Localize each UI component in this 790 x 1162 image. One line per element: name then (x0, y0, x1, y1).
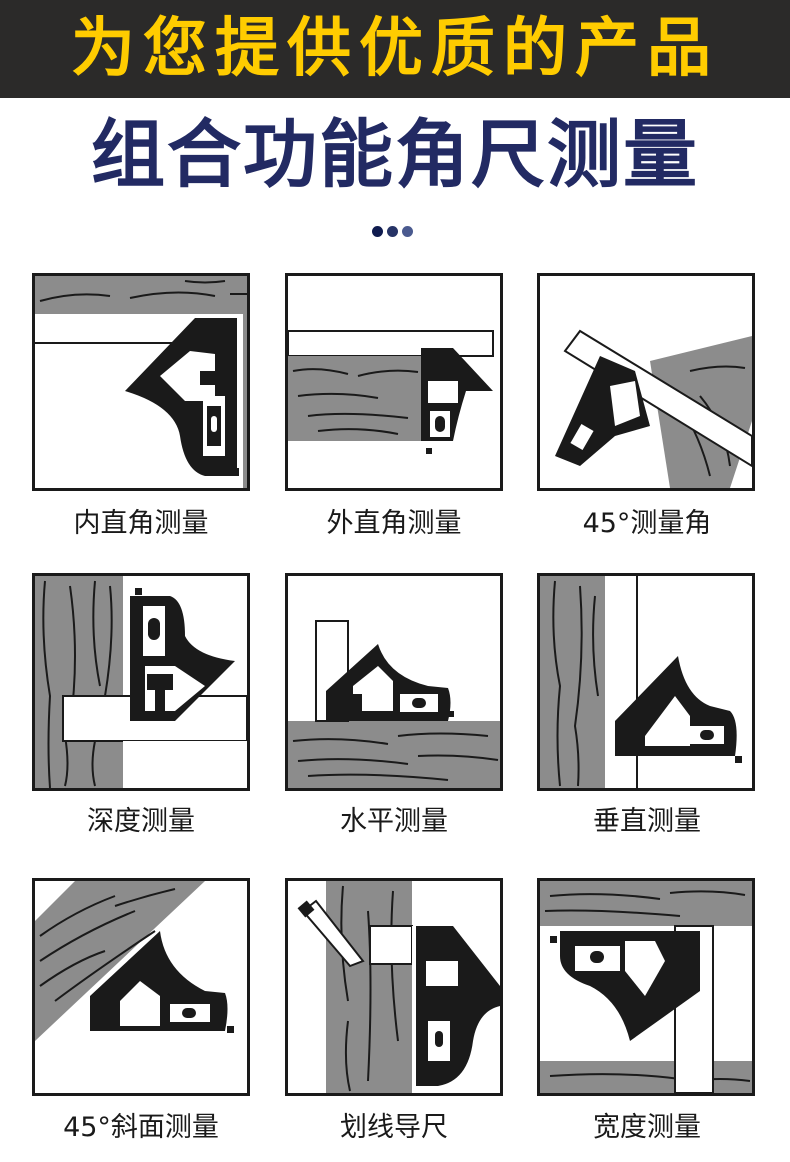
caption-horizontal-level: 水平测量 (340, 806, 448, 837)
caption-inside-right-angle: 内直角测量 (73, 508, 209, 539)
vertical-plumb-illustration (540, 576, 742, 788)
panel-45-degree-bevel (32, 878, 250, 1096)
panel-depth (32, 573, 250, 791)
dot-icon (372, 226, 383, 237)
caption-vertical-plumb: 垂直测量 (593, 806, 701, 837)
banner-text: 为您提供优质的产品 (71, 12, 719, 86)
width-illustration (540, 881, 752, 1093)
caption-outside-right-angle: 外直角测量 (326, 508, 462, 539)
panel-line-marking-guide (285, 878, 503, 1096)
panel-width (537, 878, 755, 1096)
caption-45-degree-bevel: 45°斜面测量 (63, 1112, 219, 1143)
panel-horizontal-level (285, 573, 503, 791)
outside-right-angle-illustration (288, 330, 494, 454)
caption-45-degree-angle: 45°测量角 (582, 508, 712, 539)
dot-icon (402, 226, 413, 237)
page-title: 组合功能角尺测量 (91, 112, 699, 198)
line-marking-guide-illustration (297, 881, 500, 1093)
panel-inside-right-angle (32, 273, 250, 491)
top-banner: 为您提供优质的产品 (0, 0, 790, 98)
45-degree-angle-illustration (555, 329, 752, 488)
horizontal-level-illustration (288, 620, 500, 788)
inside-right-angle-illustration (35, 276, 247, 488)
panel-45-degree-angle (537, 273, 755, 491)
decorative-dots (372, 226, 413, 237)
panel-outside-right-angle (285, 273, 503, 491)
caption-width: 宽度测量 (593, 1112, 701, 1143)
depth-illustration (35, 576, 247, 788)
45-degree-bevel-illustration (35, 881, 234, 1041)
caption-depth: 深度测量 (87, 806, 195, 837)
caption-line-marking-guide: 划线导尺 (340, 1112, 448, 1143)
panel-vertical-plumb (537, 573, 755, 791)
dot-icon (387, 226, 398, 237)
